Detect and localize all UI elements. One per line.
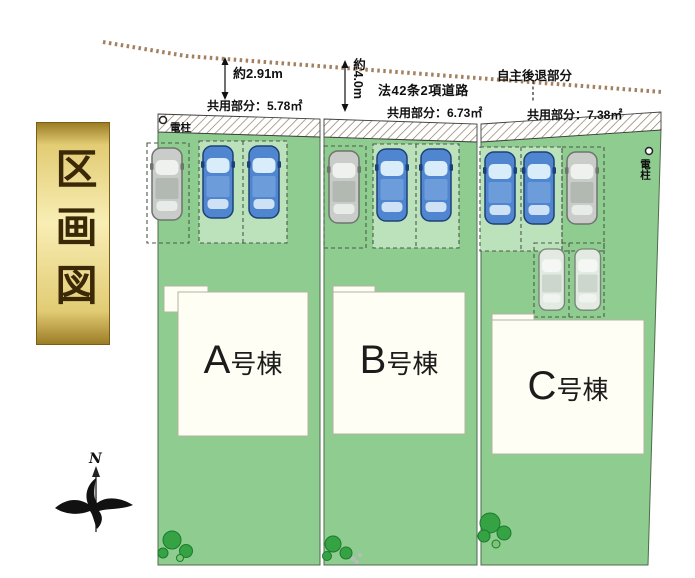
car-blue-top-a1 bbox=[200, 145, 236, 219]
building-b-suffix: 号棟 bbox=[386, 349, 439, 379]
car-gray-top-b bbox=[326, 150, 362, 224]
buildings bbox=[163, 285, 645, 455]
dimension-label-40: 約4.0m bbox=[351, 58, 365, 99]
common-strip-b bbox=[323, 118, 478, 143]
building-c-suffix: 号棟 bbox=[556, 375, 609, 405]
car-blue-top-b2 bbox=[418, 148, 454, 222]
building-c bbox=[491, 319, 645, 455]
gravel-dots bbox=[350, 553, 362, 564]
building-a bbox=[177, 291, 309, 437]
trees bbox=[157, 512, 512, 562]
car-outline-c2 bbox=[574, 248, 602, 311]
car-gray-top-a bbox=[149, 147, 185, 221]
compass-bird-icon bbox=[55, 478, 133, 529]
common-strip-c bbox=[480, 111, 662, 143]
building-a-suffix: 号棟 bbox=[230, 349, 283, 379]
building-b-label: B号棟 bbox=[333, 338, 465, 383]
pole-label-right: 電柱 bbox=[639, 159, 651, 180]
building-c-letter: C bbox=[527, 364, 557, 408]
utility-pole-right bbox=[644, 146, 654, 156]
dimension-label-291: 約2.91m bbox=[233, 66, 283, 81]
common-strip-a bbox=[157, 113, 321, 138]
common-area-label-a: 共用部分：5.78㎡ bbox=[207, 99, 303, 113]
building-b-letter: B bbox=[359, 338, 387, 382]
compass-north bbox=[55, 466, 133, 532]
building-c-label: C号棟 bbox=[492, 364, 644, 409]
road-boundary-dotted-line bbox=[102, 40, 663, 94]
utility-pole-left bbox=[158, 115, 168, 125]
voluntary-setback-label: 自主後退部分 bbox=[497, 69, 573, 83]
title-banner: 区画図 bbox=[36, 122, 110, 345]
building-a-letter: A bbox=[203, 338, 231, 382]
page-title: 区画図 bbox=[49, 146, 98, 321]
compass-north-label: N bbox=[89, 451, 102, 467]
car-blue-top-b1 bbox=[374, 148, 410, 222]
common-area-label-b: 共用部分：6.73㎡ bbox=[387, 106, 483, 120]
road-type-label: 法42条2項道路 bbox=[378, 83, 469, 98]
car-blue-top-c1 bbox=[482, 151, 518, 225]
car-blue-top-a2 bbox=[246, 145, 282, 219]
common-area-label-c: 共用部分：7.38㎡ bbox=[527, 108, 623, 122]
building-a-label: A号棟 bbox=[178, 338, 308, 383]
car-outline-c1 bbox=[538, 248, 566, 311]
dimension-arrow-291 bbox=[221, 57, 229, 100]
pole-label-left: 電柱 bbox=[170, 122, 191, 134]
car-blue-top-c2 bbox=[521, 151, 557, 225]
dimension-arrow-40 bbox=[341, 60, 349, 112]
car-gray-top-c bbox=[564, 151, 600, 225]
building-b bbox=[332, 291, 466, 435]
